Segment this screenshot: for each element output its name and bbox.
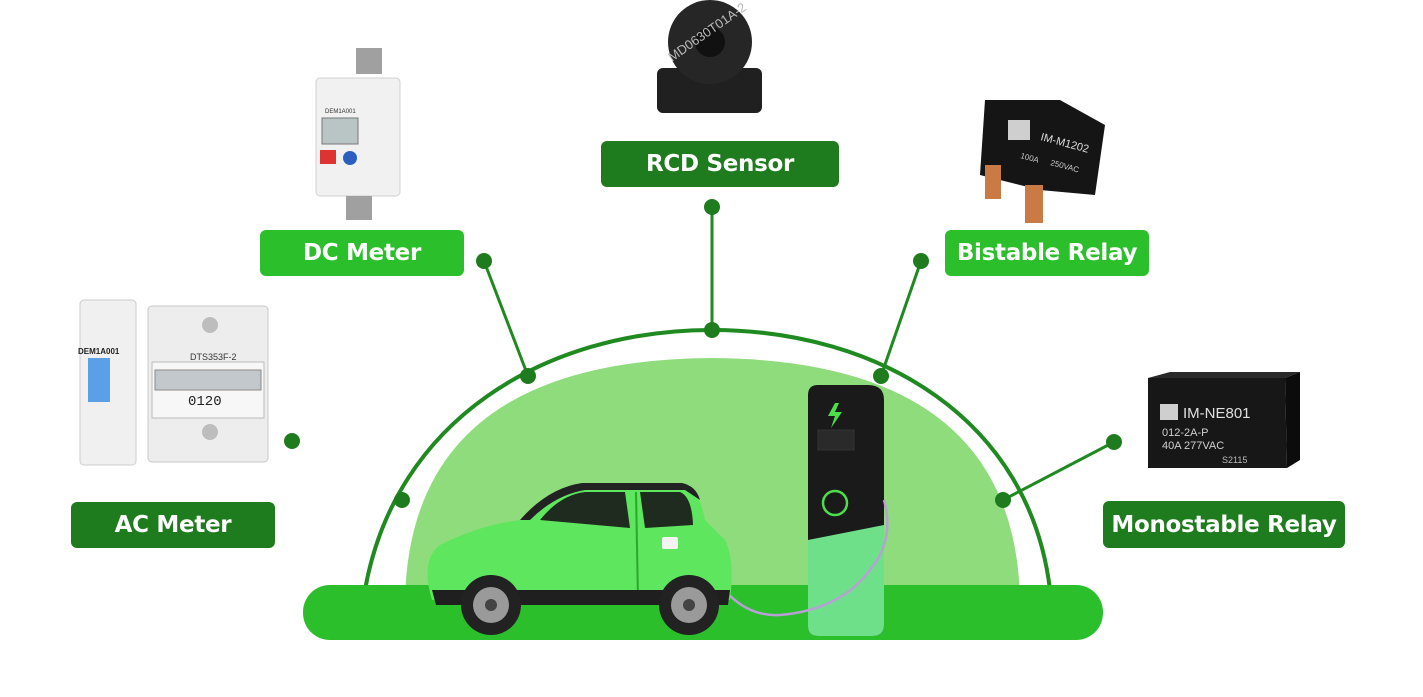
dot-dc-arc [520,368,536,384]
dot-arc-left [394,492,410,508]
monostable-relay-product: IM-NE801 012-2A-P 40A 277VAC S2115 [1148,372,1300,468]
ac-meter-readout-text: 0120 [188,394,222,410]
dot-mono-top [1106,434,1122,450]
rcd-sensor-label: RCD Sensor [601,141,839,187]
bistable-relay-label: Bistable Relay [945,230,1149,276]
monostable-model-text: IM-NE801 [1183,405,1251,422]
ac-meter-small-model-text: DEM1A001 [78,347,120,356]
ac-meter-product: DEM1A001 DTS353F-2 0120 [78,299,269,466]
dot-bistable-top [913,253,929,269]
dc-meter-label: DC Meter [260,230,464,276]
ev-charger-icon [698,385,889,636]
monostable-spec2-text: 40A 277VAC [1162,440,1224,452]
monostable-spec1-text: 012-2A-P [1162,427,1208,439]
dot-ac [284,433,300,449]
electric-car-icon [427,483,732,635]
dc-meter-product: DEM1A001 [315,48,401,220]
monostable-relay-label: Monostable Relay [1103,501,1345,548]
rcd-sensor-product: MD0630T01A-2 [657,0,762,113]
dot-dc-top [476,253,492,269]
ac-meter-label: AC Meter [71,502,275,548]
ac-meter-big-model-text: DTS353F-2 [190,352,237,362]
dot-rcd-top [704,199,720,215]
dot-mono-arc [995,492,1011,508]
dot-bistable-arc [873,368,889,384]
lightning-bolt-icon [828,403,842,428]
dc-meter-model-text: DEM1A001 [325,109,356,115]
dot-rcd-arc [704,322,720,338]
bistable-relay-product: IM-M1202 100A 250VAC [980,100,1105,223]
monostable-code-text: S2115 [1222,455,1247,465]
